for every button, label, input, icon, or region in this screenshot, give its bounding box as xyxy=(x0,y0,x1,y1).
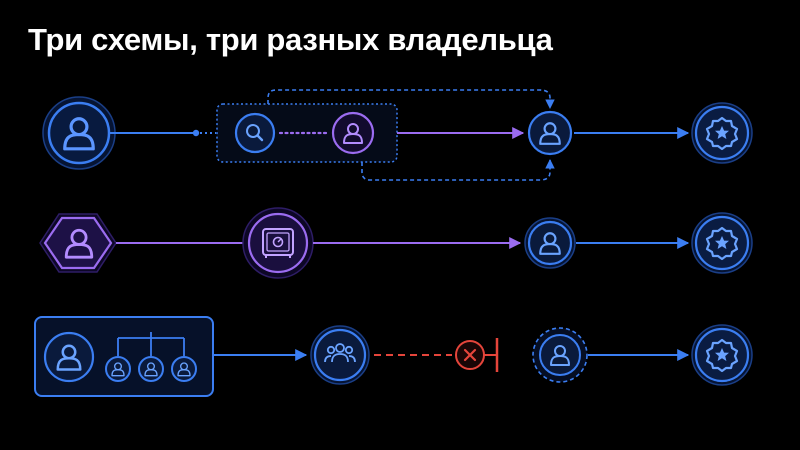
row1-target-user-node xyxy=(527,110,573,156)
slide-title: Три схемы, три разных владельца xyxy=(28,22,553,57)
blocked-x-icon xyxy=(463,348,477,362)
row-1 xyxy=(42,89,753,181)
row1-badge-node xyxy=(691,102,753,164)
row2-source-hexagon-node xyxy=(39,213,117,273)
safe-icon xyxy=(262,228,294,258)
row1-dashed-loop-top xyxy=(267,89,555,109)
row1-search-node xyxy=(234,112,276,154)
search-icon xyxy=(246,124,264,142)
row1-dashed-loop-bottom xyxy=(361,159,555,181)
group-icon xyxy=(324,343,356,363)
row2-safe-node xyxy=(242,207,314,279)
row3-member-node-3 xyxy=(171,356,197,382)
row3-pending-user-node xyxy=(532,327,588,383)
row-2 xyxy=(39,207,753,279)
row1-proxy-user-node xyxy=(331,111,375,155)
row1-link-source-to-box xyxy=(110,129,216,137)
row3-group-node xyxy=(310,325,370,385)
row3-member-node-1 xyxy=(105,356,131,382)
row3-member-node-2 xyxy=(138,356,164,382)
row1-source-user-node xyxy=(42,96,116,170)
row2-badge-node xyxy=(691,212,753,274)
row2-target-user-node xyxy=(524,217,576,269)
row3-owner-node xyxy=(43,331,95,383)
row3-org-tree-lines xyxy=(117,332,185,356)
row3-badge-node xyxy=(691,324,753,386)
row-3 xyxy=(34,316,753,397)
row3-blocked-node xyxy=(455,340,485,370)
